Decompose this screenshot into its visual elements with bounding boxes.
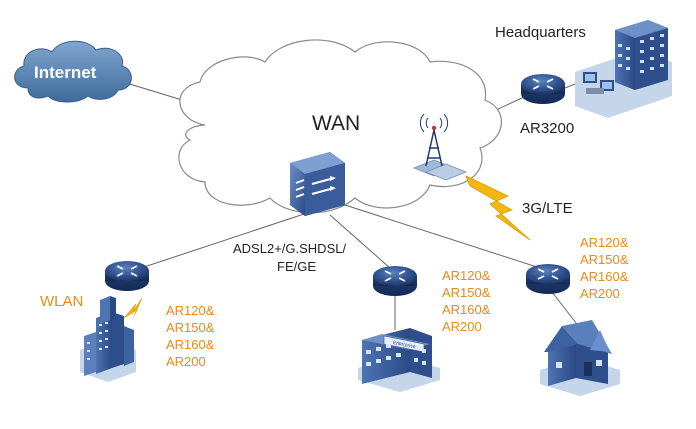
model-line: AR150& [442, 285, 491, 300]
branch-models-left: AR120& AR150& AR160& AR200 [166, 302, 214, 370]
wireless-label: 3G/LTE [522, 200, 573, 217]
router-icon-left [105, 261, 149, 291]
model-line: AR160& [442, 302, 491, 317]
headquarters-label: Headquarters [495, 24, 586, 41]
model-line: AR200 [442, 319, 482, 334]
workstation-icon [583, 72, 614, 94]
model-line: AR120& [580, 235, 629, 250]
router-icon-middle [373, 266, 417, 296]
model-line: AR200 [166, 354, 206, 369]
model-line: AR160& [166, 337, 215, 352]
wlan-label: WLAN [40, 293, 84, 310]
link-switch-middle [329, 214, 391, 269]
internet-label: Internet [34, 63, 97, 82]
link-router-house [551, 291, 581, 329]
switch-icon [290, 152, 345, 216]
model-line: AR200 [580, 286, 620, 301]
link-switch-right [344, 204, 541, 269]
wan-label: WAN [312, 112, 361, 135]
branch-models-middle: AR120& AR150& AR160& AR200 [442, 267, 490, 335]
access-link-line2: FE/GE [277, 259, 317, 274]
enterprise-sign: Enterprise [392, 340, 416, 350]
model-line: AR120& [442, 268, 491, 283]
router-icon-right [526, 264, 570, 294]
branch-models-right: AR120& AR150& AR160& AR200 [580, 234, 628, 302]
lightning-icon [465, 175, 531, 241]
house-icon [540, 320, 620, 396]
router-icon-ar3200 [521, 74, 565, 104]
wlan-lightning-icon [123, 297, 143, 319]
wlan-building-icon [80, 296, 136, 382]
access-link-line1: ADSL2+/G.SHDSL/ [233, 241, 347, 256]
internet-cloud-icon [14, 40, 132, 103]
link-switch-left [134, 211, 311, 271]
model-line: AR150& [166, 320, 215, 335]
model-line: AR150& [580, 252, 629, 267]
cell-tower-icon [412, 113, 468, 181]
ar3200-label: AR3200 [520, 120, 575, 137]
office-building-icon [575, 20, 672, 118]
model-line: AR160& [580, 269, 629, 284]
model-line: AR120& [166, 303, 215, 318]
enterprise-building-icon [358, 328, 440, 392]
